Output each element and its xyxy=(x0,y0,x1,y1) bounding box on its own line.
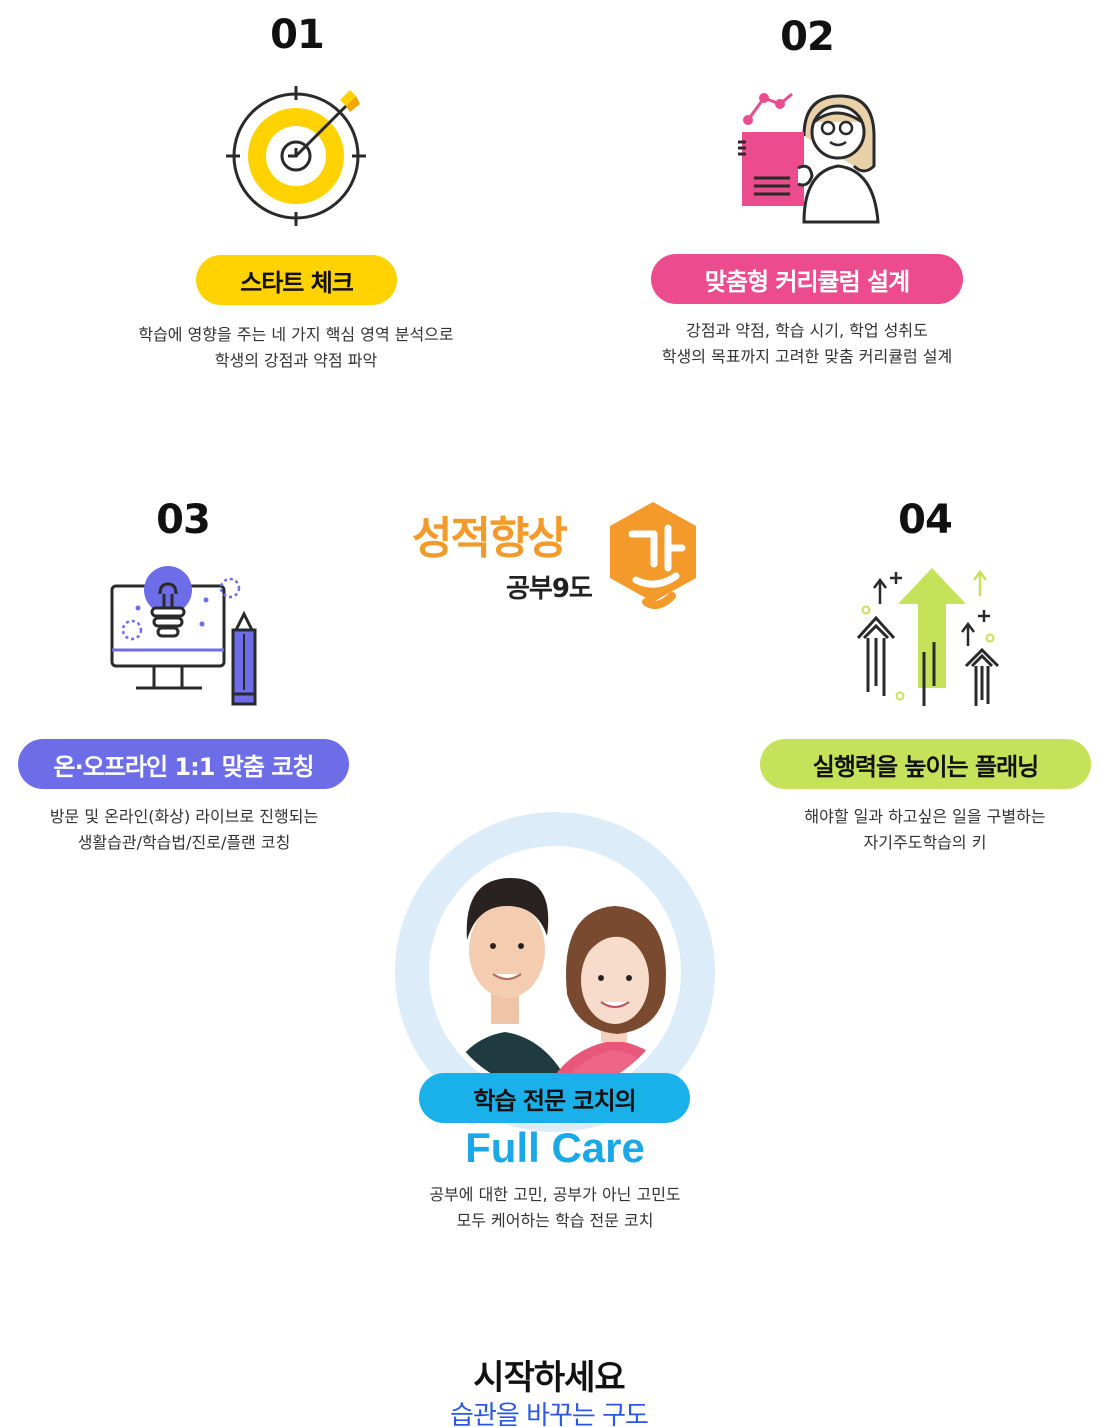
coach-headline: Full Care xyxy=(465,1124,645,1171)
step-desc-04: 해야할 일과 하고싶은 일을 구별하는 자기주도학습의 키 xyxy=(725,804,1100,856)
step-title-04: 실행력을 높이는 플래닝 xyxy=(760,739,1091,789)
step-number-04: 04 xyxy=(898,497,953,543)
step-desc-01-line1: 학습에 영향을 주는 네 가지 핵심 영역 분석으로 xyxy=(138,325,454,344)
coach-badge: 학습 전문 코치의 xyxy=(419,1073,690,1123)
logo-emblem-icon xyxy=(610,502,696,609)
lightbulb-monitor-icon xyxy=(110,566,257,706)
step-desc-03-line2: 생활습관/학습법/진로/플랜 코칭 xyxy=(77,833,291,852)
target-icon xyxy=(226,86,366,226)
step-desc-02: 강점과 약점, 학습 시기, 학업 성취도 학생의 목표까지 고려한 맞춤 커리… xyxy=(607,318,1007,370)
step-desc-01-line2: 학생의 강점과 약점 파악 xyxy=(214,351,378,370)
step-number-03: 03 xyxy=(156,497,211,543)
step-number-02: 02 xyxy=(780,14,835,60)
step-desc-04-line1: 해야할 일과 하고싶은 일을 구별하는 xyxy=(804,807,1046,826)
coach-desc-line2: 모두 케어하는 학습 전문 코치 xyxy=(456,1211,654,1230)
curriculum-teacher-icon xyxy=(738,92,880,224)
coach-desc: 공부에 대한 고민, 공부가 아닌 고민도 모두 케어하는 학습 전문 코치 xyxy=(355,1182,755,1234)
footer-subtitle: 습관을 바꾸는 구도 xyxy=(450,1401,649,1427)
growth-arrows-icon xyxy=(856,568,1000,706)
step-title-03: 온·오프라인 1:1 맞춤 코칭 xyxy=(18,739,349,789)
step-desc-03-line1: 방문 및 온라인(화상) 라이브로 진행되는 xyxy=(49,807,319,826)
step-desc-03: 방문 및 온라인(화상) 라이브로 진행되는 생활습관/학습법/진로/플랜 코칭 xyxy=(0,804,384,856)
footer-title: 시작하세요 xyxy=(473,1358,625,1398)
step-desc-02-line1: 강점과 약점, 학습 시기, 학업 성취도 xyxy=(686,321,928,340)
logo-sub-text: 공부9도 xyxy=(506,574,593,604)
coach-photo-ring xyxy=(395,812,715,1132)
step-desc-01: 학습에 영향을 주는 네 가지 핵심 영역 분석으로 학생의 강점과 약점 파악 xyxy=(96,322,496,374)
step-desc-02-line2: 학생의 목표까지 고려한 맞춤 커리큘럼 설계 xyxy=(661,347,953,366)
step-desc-04-line2: 자기주도학습의 키 xyxy=(863,833,987,852)
step-number-01: 01 xyxy=(270,12,325,58)
coach-desc-line1: 공부에 대한 고민, 공부가 아닌 고민도 xyxy=(429,1185,681,1204)
step-title-02: 맞춤형 커리큘럼 설계 xyxy=(651,254,963,304)
step-title-01: 스타트 체크 xyxy=(196,255,397,305)
logo-main-text: 성적향상 xyxy=(412,513,568,564)
